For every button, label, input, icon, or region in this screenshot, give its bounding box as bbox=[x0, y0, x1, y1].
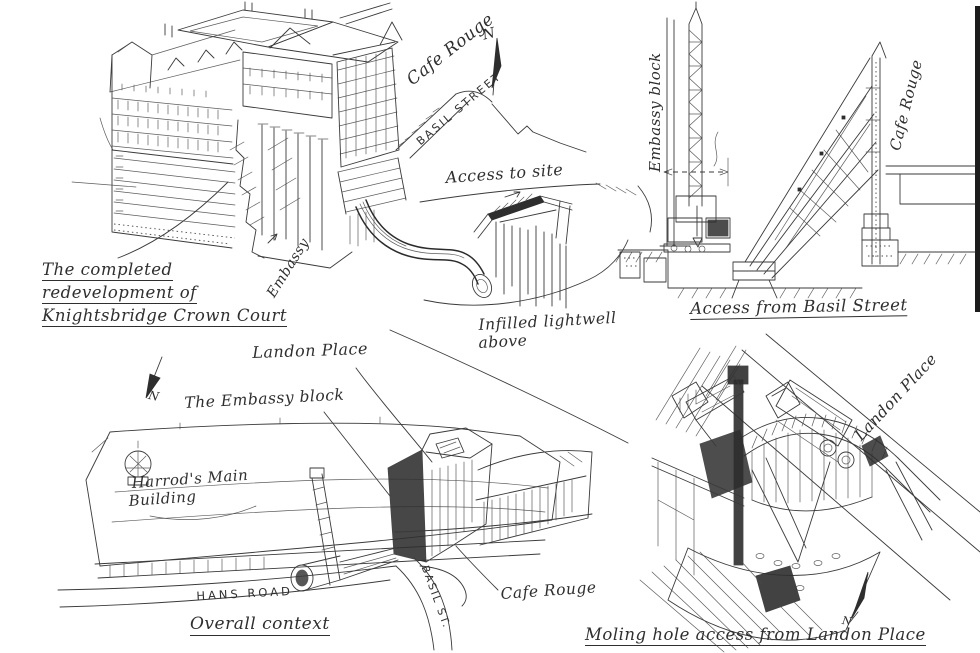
caption-completed-redevelopment: The completed redevelopment of Knightsbr… bbox=[42, 260, 288, 329]
north-arrow-icon bbox=[491, 37, 502, 96]
caption-line-1: The completed bbox=[42, 260, 173, 281]
caption-line-2: redevelopment of bbox=[42, 283, 197, 304]
label-infilled-lightwell-above: above bbox=[478, 331, 528, 352]
sketch-completed-redevelopment bbox=[71, 1, 652, 309]
caption-text: Access from Basil Street bbox=[690, 295, 908, 320]
label-landon-place-context: Landon Place bbox=[252, 338, 369, 362]
north-arrow-icon bbox=[849, 571, 869, 623]
sketch-access-from-basil-street bbox=[615, 1, 980, 312]
north-arrow-icon bbox=[145, 356, 163, 399]
caption-moling-hole-access: Moling hole access from Landon Place bbox=[585, 625, 926, 646]
caption-line-3: Knightsbridge Crown Court bbox=[42, 306, 288, 327]
caption-text: Overall context bbox=[190, 614, 330, 636]
sketch-moling-hole-access bbox=[639, 333, 980, 653]
sketch-overall-context bbox=[57, 329, 629, 651]
caption-overall-context: Overall context bbox=[190, 614, 330, 636]
caption-access-from-basil-street: Access from Basil Street bbox=[690, 295, 908, 320]
label-embassy-block-section: Embassy block bbox=[646, 52, 664, 172]
caption-text: Moling hole access from Landon Place bbox=[585, 625, 926, 646]
